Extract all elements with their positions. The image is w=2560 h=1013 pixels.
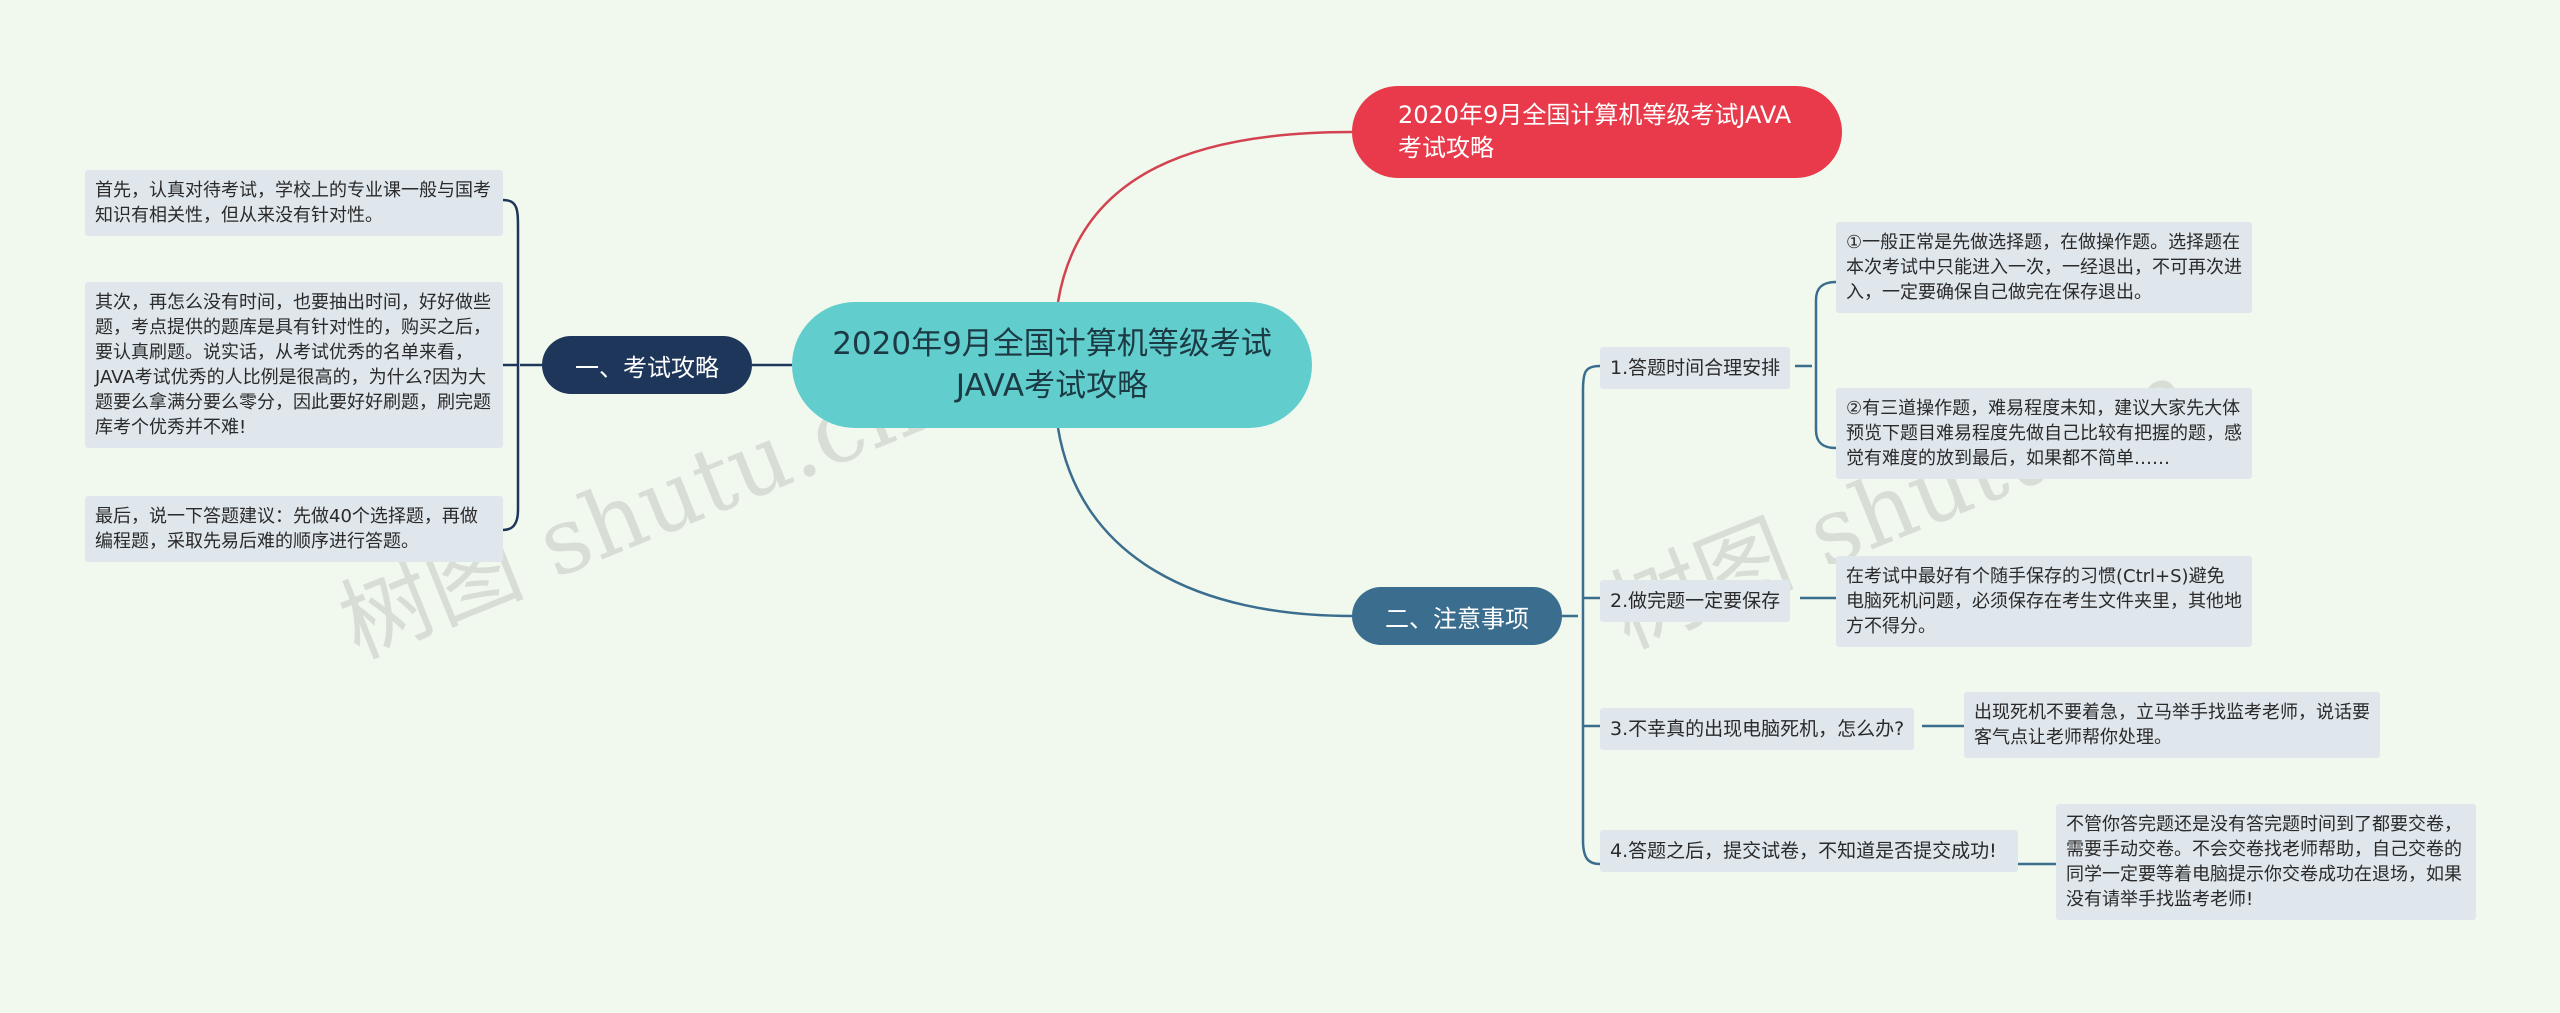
item-save-work[interactable]: 2.做完题一定要保存: [1600, 580, 1791, 622]
detail-time-1-text: ①一般正常是先做选择题，在做操作题。选择题在本次考试中只能进入一次，一经退出，不…: [1846, 232, 2242, 303]
connector-left-bracket: [502, 198, 542, 532]
branch-notes[interactable]: 二、注意事项: [1352, 587, 1562, 645]
title-node-text: 2020年9月全国计算机等级考试JAVA考试攻略: [1398, 101, 1792, 162]
leaf-strategy-1-text: 首先，认真对待考试，学校上的专业课一般与国考知识有相关性，但从来没有针对性。: [95, 180, 491, 226]
leaf-strategy-2-text: 其次，再怎么没有时间，也要抽出时间，好好做些题，考点提供的题库是具有针对性的，购…: [95, 292, 491, 438]
item-submit-paper[interactable]: 4.答题之后，提交试卷，不知道是否提交成功!: [1600, 830, 2018, 872]
branch-exam-strategy[interactable]: 一、考试攻略: [542, 336, 752, 394]
central-topic-text: 2020年9月全国计算机等级考试JAVA考试攻略: [832, 326, 1272, 404]
item-computer-crash[interactable]: 3.不幸真的出现电脑死机，怎么办?: [1600, 708, 1915, 750]
detail-computer-crash-text: 出现死机不要着急，立马举手找监考老师，说话要客气点让老师帮你处理。: [1974, 702, 2370, 748]
item-save-work-label: 2.做完题一定要保存: [1610, 590, 1781, 612]
leaf-strategy-3[interactable]: 最后，说一下答题建议：先做40个选择题，再做编程题，采取先易后难的顺序进行答题。: [85, 496, 503, 562]
title-node[interactable]: 2020年9月全国计算机等级考试JAVA考试攻略: [1352, 86, 1842, 178]
item-time-arrangement-label: 1.答题时间合理安排: [1610, 357, 1781, 379]
leaf-strategy-1[interactable]: 首先，认真对待考试，学校上的专业课一般与国考知识有相关性，但从来没有针对性。: [85, 170, 503, 236]
item-time-arrangement[interactable]: 1.答题时间合理安排: [1600, 347, 1791, 389]
connector-item1-bracket: [1795, 280, 1837, 450]
connector-right-bracket: [1562, 364, 1601, 866]
detail-save-work-text: 在考试中最好有个随手保存的习惯(Ctrl+S)避免电脑死机问题，必须保存在考生文…: [1846, 566, 2242, 637]
connector-center-right: [1056, 427, 1353, 618]
detail-save-work[interactable]: 在考试中最好有个随手保存的习惯(Ctrl+S)避免电脑死机问题，必须保存在考生文…: [1836, 556, 2252, 647]
detail-submit-paper[interactable]: 不管你答完题还是没有答完题时间到了都要交卷，需要手动交卷。不会交卷找老师帮助，自…: [2056, 804, 2476, 920]
branch-exam-strategy-label: 一、考试攻略: [575, 353, 719, 382]
branch-notes-label: 二、注意事项: [1385, 604, 1529, 633]
item-submit-paper-label: 4.答题之后，提交试卷，不知道是否提交成功!: [1610, 840, 1997, 862]
connector-center-title: [1056, 130, 1353, 303]
central-topic[interactable]: 2020年9月全国计算机等级考试JAVA考试攻略: [792, 302, 1312, 428]
detail-time-1[interactable]: ①一般正常是先做选择题，在做操作题。选择题在本次考试中只能进入一次，一经退出，不…: [1836, 222, 2252, 313]
detail-time-2[interactable]: ②有三道操作题，难易程度未知，建议大家先大体预览下题目难易程度先做自己比较有把握…: [1836, 388, 2252, 479]
item-computer-crash-label: 3.不幸真的出现电脑死机，怎么办?: [1610, 718, 1905, 740]
leaf-strategy-3-text: 最后，说一下答题建议：先做40个选择题，再做编程题，采取先易后难的顺序进行答题。: [95, 506, 478, 552]
detail-computer-crash[interactable]: 出现死机不要着急，立马举手找监考老师，说话要客气点让老师帮你处理。: [1964, 692, 2380, 758]
detail-time-2-text: ②有三道操作题，难易程度未知，建议大家先大体预览下题目难易程度先做自己比较有把握…: [1846, 398, 2242, 469]
leaf-strategy-2[interactable]: 其次，再怎么没有时间，也要抽出时间，好好做些题，考点提供的题库是具有针对性的，购…: [85, 282, 503, 448]
detail-submit-paper-text: 不管你答完题还是没有答完题时间到了都要交卷，需要手动交卷。不会交卷找老师帮助，自…: [2066, 814, 2462, 910]
